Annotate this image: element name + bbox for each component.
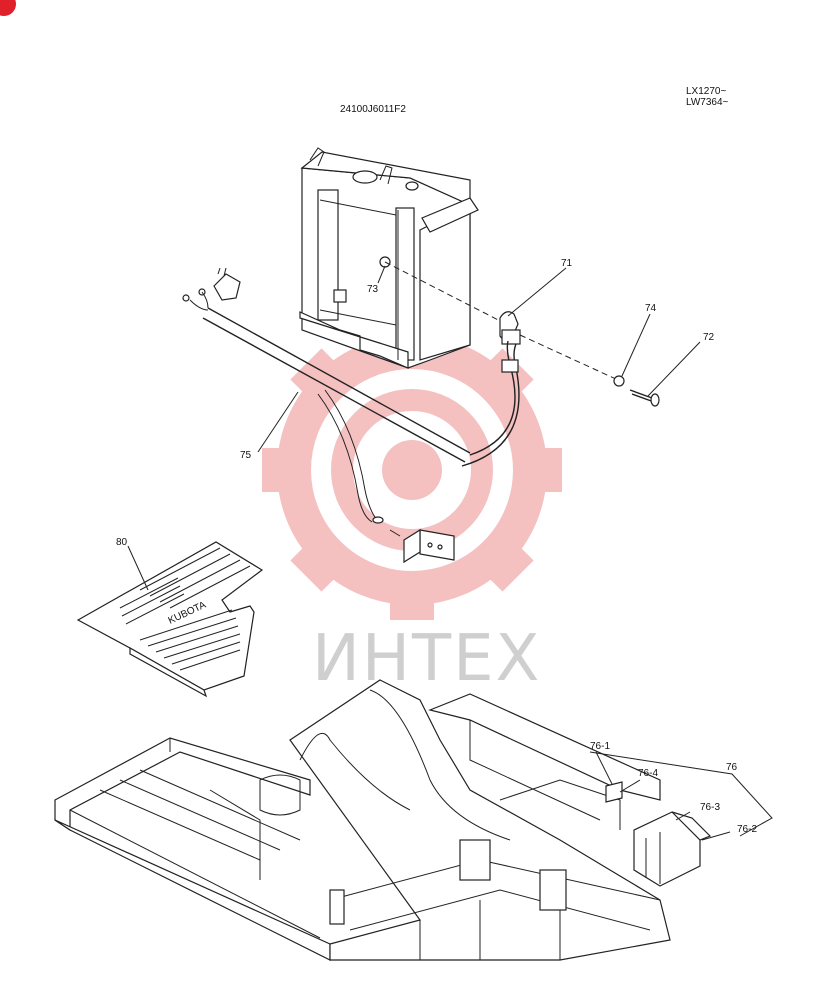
callout-76-3: 76-3 [700,802,720,813]
serial-range-line-2: LW7364~ [686,97,729,108]
callout-76-2: 76-2 [737,824,757,835]
part-76-assembly [605,781,712,887]
serial-range-line-1: LX1270~ [686,86,726,97]
callout-75: 75 [240,450,252,461]
battery-frame-drawing [299,147,479,369]
callout-80: 80 [116,537,128,548]
callout-76-bracket [589,751,773,837]
watermark-text: ИНТЕХ [312,622,541,696]
corner-badge-icon [0,0,16,16]
axis-line-71-74 [519,334,619,381]
part-75-harness [182,267,520,564]
part-74-washer [613,375,625,387]
callout-76-1: 76-1 [590,741,610,752]
part-80-floor-mat: KUBOTA [76,541,264,698]
main-frame-drawing [54,679,671,961]
part-71-drawing [499,311,521,345]
callout-74: 74 [645,303,657,314]
callout-76-4: 76-4 [638,768,658,779]
part-72-bolt [629,389,660,407]
drawing-number: 24100J6011F2 [340,104,406,115]
callout-76: 76 [726,762,738,773]
axis-line-73-71 [384,261,511,327]
callout-71: 71 [561,258,573,269]
watermark-gear-icon [262,320,562,620]
callout-73: 73 [367,284,379,295]
callout-72: 72 [703,332,715,343]
